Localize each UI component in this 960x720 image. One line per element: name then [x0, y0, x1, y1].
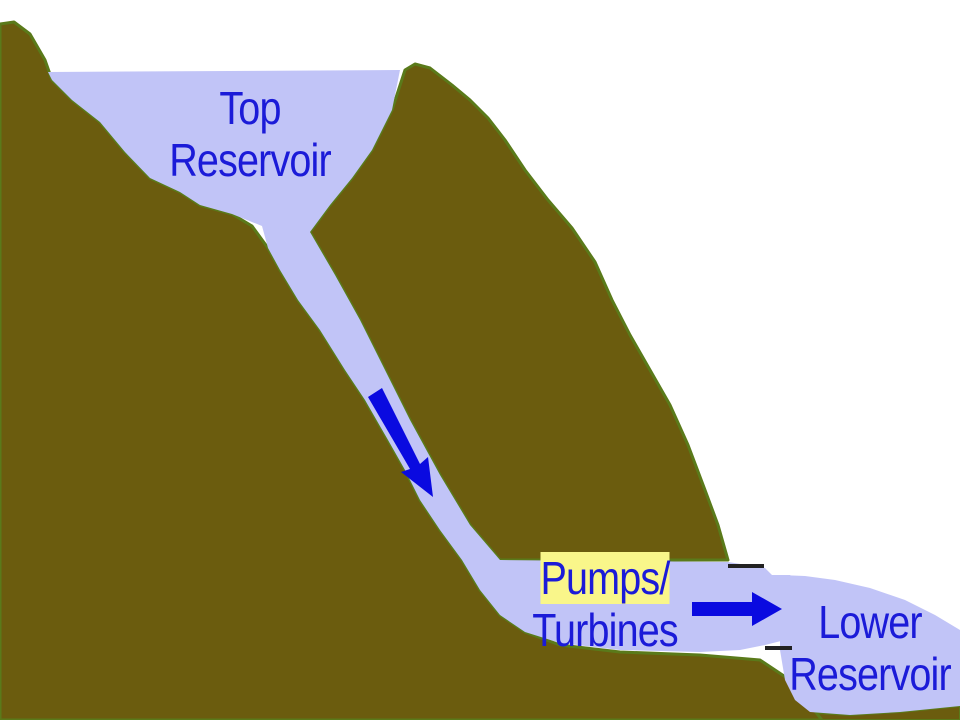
lower-reservoir-label: Lower Reservoir — [784, 596, 956, 700]
lower-reservoir-label-line2: Reservoir — [789, 648, 951, 700]
lower-reservoir-water — [780, 575, 960, 715]
top-reservoir-label-line2: Reservoir — [169, 134, 331, 186]
arrow-right-icon — [692, 592, 782, 626]
lower-reservoir-label-line1: Lower — [818, 596, 922, 648]
pumps-turbines-label: Pumps/ Turbines — [515, 552, 696, 656]
top-reservoir-label-line1: Top — [219, 82, 281, 134]
pumps-label-highlight: Pumps/ — [540, 552, 670, 604]
top-reservoir-label: Top Reservoir — [164, 82, 336, 186]
top-reservoir-water — [48, 70, 400, 236]
arrow-down-right-icon — [368, 388, 433, 497]
pumps-turbines-label-line2: Turbines — [532, 604, 678, 656]
pumps-turbines-label-line1: Pumps/ — [515, 552, 696, 604]
